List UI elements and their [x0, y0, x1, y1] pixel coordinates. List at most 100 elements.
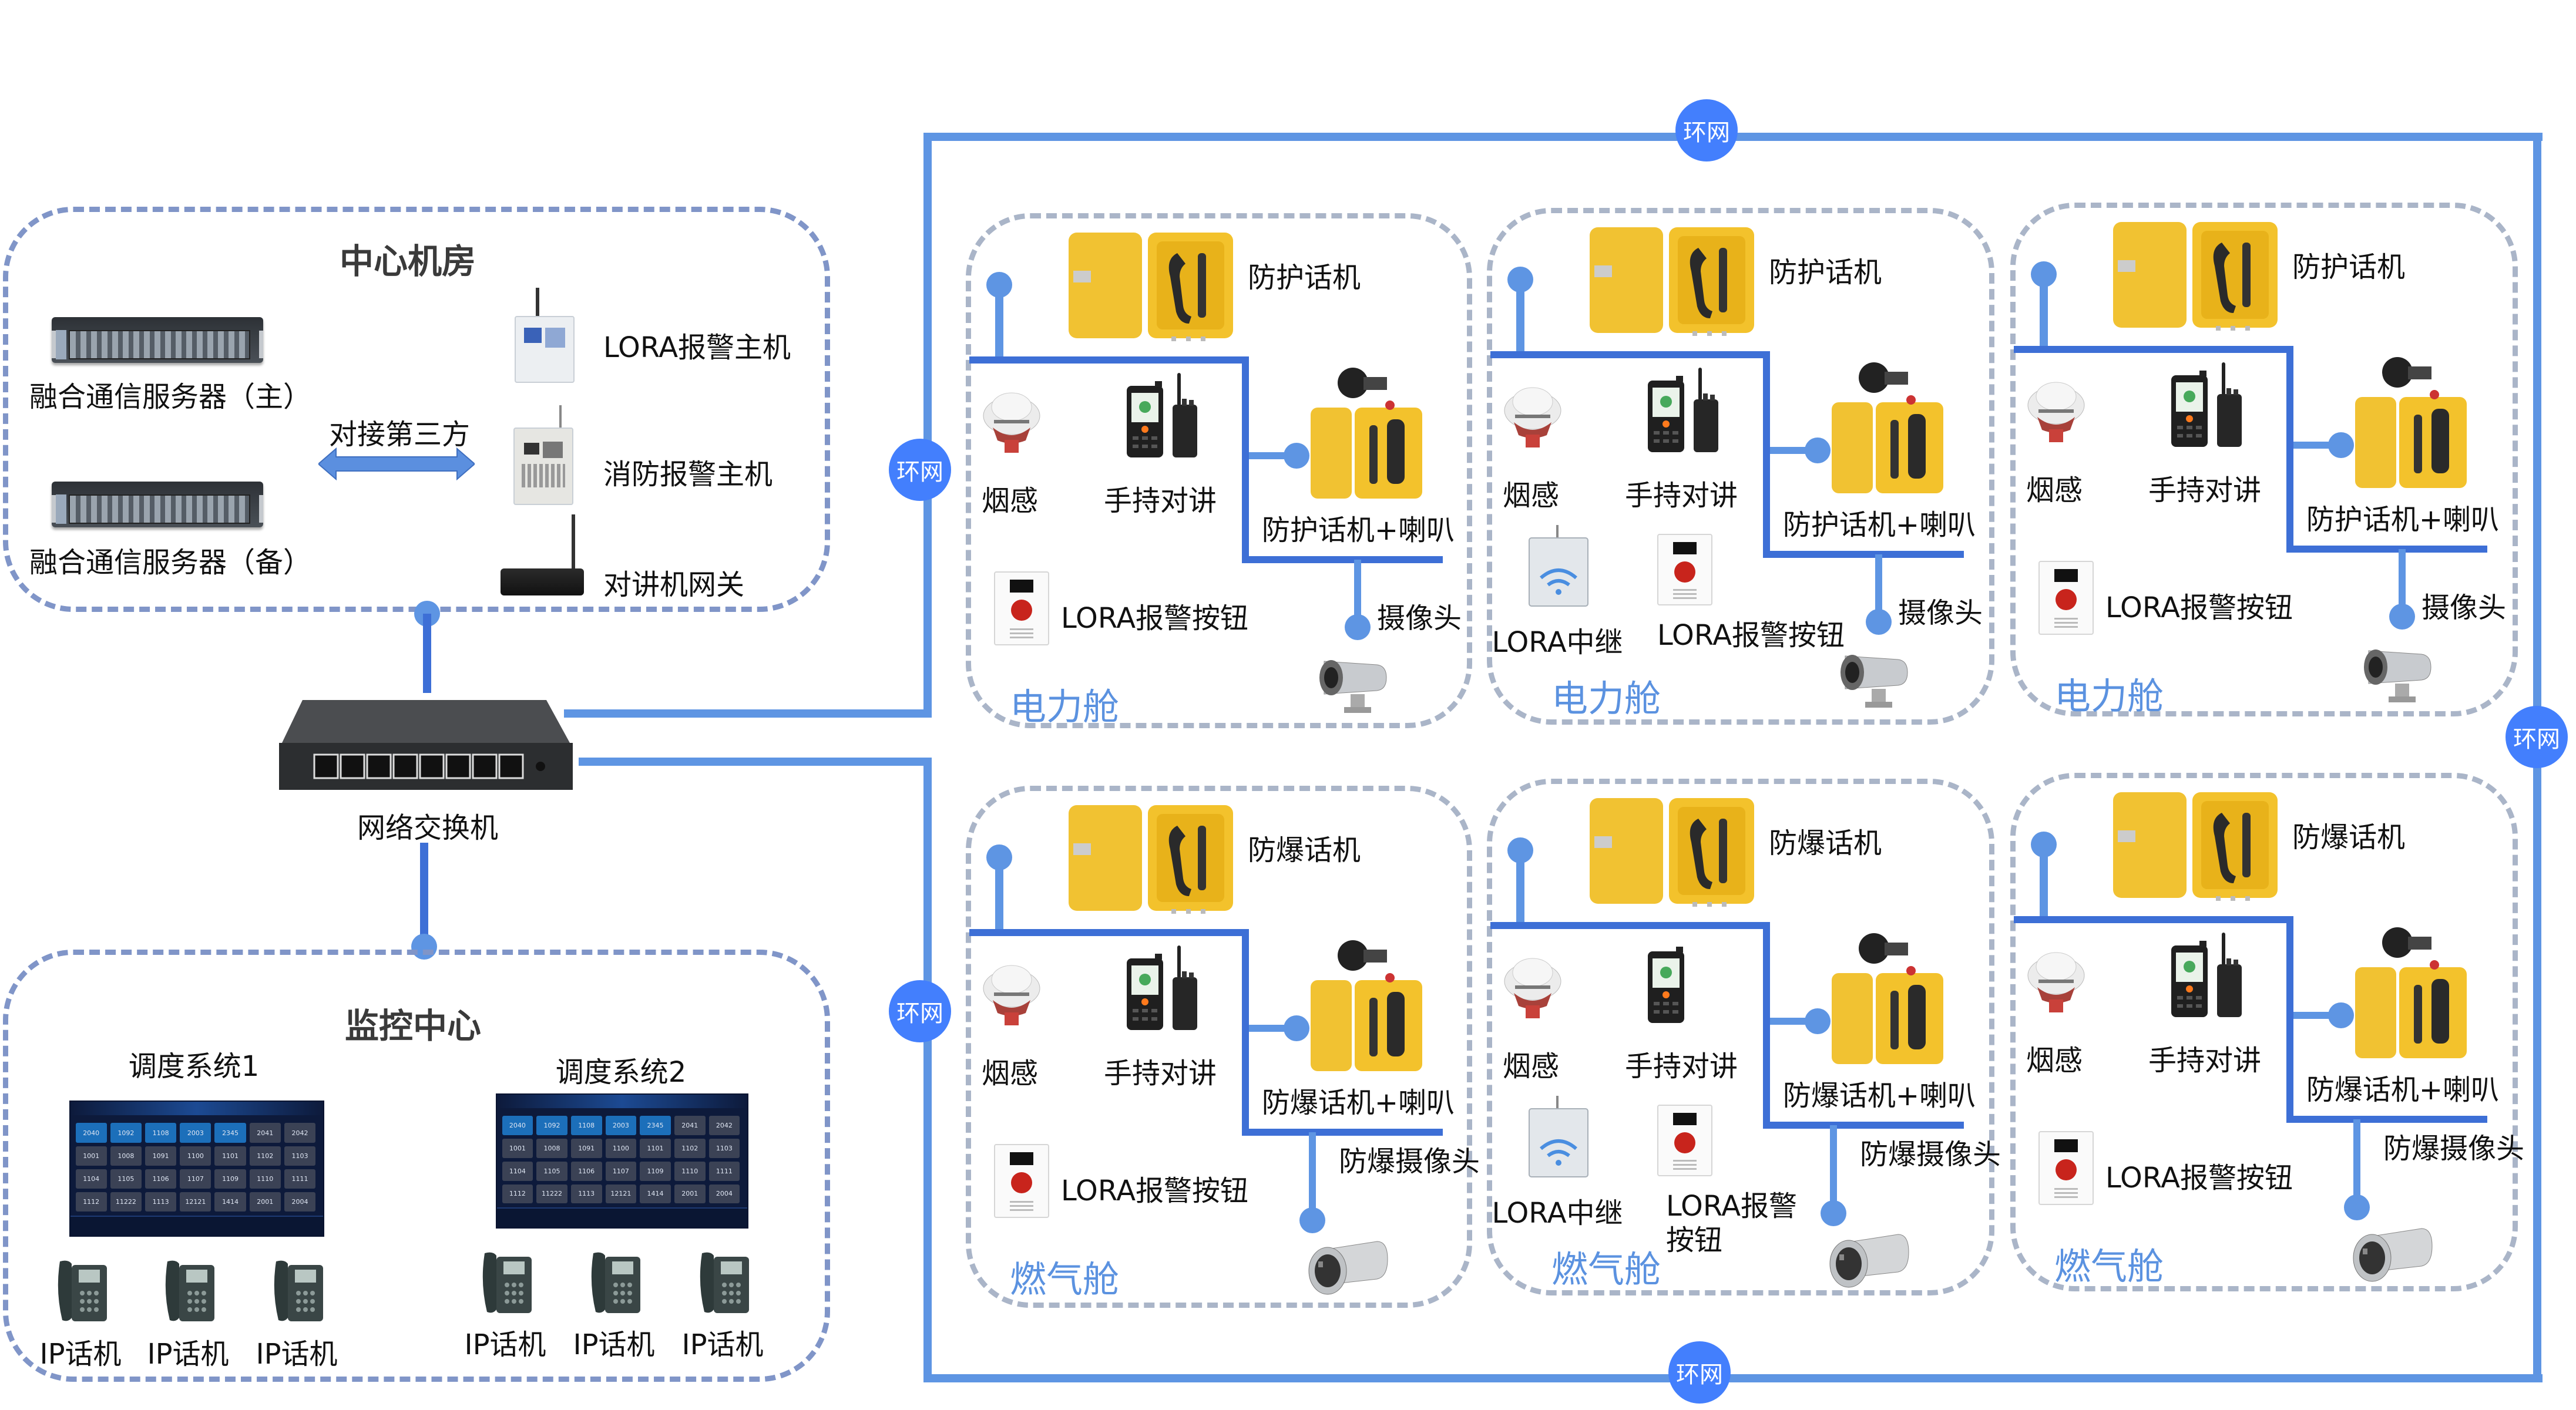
dispatch-tile: 2003	[605, 1116, 637, 1135]
phone-horn-label: 防护话机+喇叭	[1782, 509, 1976, 541]
camera-branch	[1354, 560, 1361, 627]
lora-button-image	[994, 1144, 1049, 1218]
dispatch-tile: 11222	[110, 1192, 142, 1212]
bus-vertical	[1763, 351, 1770, 558]
bus-stem	[2040, 274, 2048, 349]
dispatch-tile: 1112	[502, 1184, 533, 1204]
camera-branch	[1830, 1125, 1837, 1213]
lora-relay-image	[1528, 1096, 1589, 1183]
camera-image	[1318, 655, 1390, 719]
camera-dot	[1345, 614, 1371, 640]
dispatch-tile: 1109	[214, 1169, 246, 1189]
dispatch-tile: 1092	[536, 1116, 567, 1135]
camera-image	[2363, 645, 2434, 708]
camera-label: 摄像头	[1898, 597, 1983, 630]
cabin-5	[1487, 779, 1994, 1295]
walkie-talkie-image	[2170, 933, 2243, 1021]
bidirectional-arrow-icon	[318, 447, 475, 480]
dispatch-tile: 1105	[110, 1169, 142, 1189]
dispatch-tile: 1110	[674, 1161, 706, 1181]
smoke-sensor-label: 烟感	[1502, 479, 1560, 512]
phone-horn-image	[1311, 939, 1422, 1076]
smoke-sensor-image	[1503, 949, 1562, 1022]
camera-dot	[1821, 1200, 1846, 1226]
dispatch-tile: 1104	[502, 1161, 533, 1181]
dispatch-tile: 2003	[180, 1123, 211, 1143]
dispatch-tile: 2040	[502, 1116, 533, 1135]
horn-dot	[1805, 438, 1831, 463]
camera-image	[1839, 650, 1911, 714]
ring-left-upper-line	[923, 133, 932, 718]
camera-branch	[1875, 554, 1882, 622]
switch-uplink-lower	[579, 758, 931, 766]
dispatch-tile: 1105	[536, 1161, 567, 1181]
cabin-name-label: 电力舱	[1551, 677, 1661, 720]
cabin-name-label: 燃气舱	[1551, 1248, 1661, 1291]
dispatch-tile: 1106	[145, 1169, 177, 1189]
smoke-sensor-label: 烟感	[2026, 474, 2083, 507]
dispatch-system-1-label: 调度系统1	[128, 1050, 260, 1083]
dispatch-tile: 2041	[249, 1123, 281, 1143]
dispatch-tile: 1091	[145, 1146, 177, 1166]
walkie-talkie-image	[1647, 368, 1720, 456]
horn-dot	[2328, 432, 2354, 458]
horn-dot	[1805, 1008, 1831, 1034]
dispatch-tile: 1414	[640, 1184, 671, 1204]
ring-badge-top: 环网	[1675, 99, 1738, 161]
phone-horn-image	[1832, 361, 1943, 499]
bus-bottom	[2286, 1116, 2487, 1123]
monitor-center-connector-dot	[411, 934, 437, 960]
smoke-sensor-label: 烟感	[981, 1057, 1039, 1090]
ip-phone-label: IP话机	[681, 1328, 764, 1361]
dispatch-tile: 2004	[284, 1192, 316, 1212]
ip-phone-label: IP话机	[573, 1328, 655, 1361]
lora-alarm-host-label: LORA报警主机	[603, 331, 791, 364]
walkie-talkie-image	[1126, 373, 1199, 461]
dispatch-tile: 1008	[536, 1138, 567, 1158]
bus-stem	[995, 285, 1003, 360]
dispatch-tile: 1100	[180, 1146, 211, 1166]
switch-to-monitor-line	[420, 843, 428, 947]
phone-image	[1069, 802, 1233, 916]
cabin-4	[966, 786, 1472, 1308]
smoke-sensor-image	[982, 383, 1041, 456]
server-main-image	[52, 317, 263, 363]
camera-branch	[2353, 1119, 2360, 1207]
bus-dot	[2031, 261, 2057, 287]
dispatch-tile: 2004	[708, 1184, 740, 1204]
bus-dot	[1507, 267, 1533, 292]
lora-relay-label: LORA中继	[1492, 626, 1623, 659]
ip-phone-label: IP话机	[464, 1328, 546, 1361]
phone-label: 防护话机	[1248, 261, 1361, 294]
ip-phone-image	[162, 1256, 220, 1327]
camera-label: 防爆摄像头	[1860, 1138, 2001, 1171]
cabin-1	[966, 213, 1472, 728]
dispatch-tile: 12121	[180, 1192, 211, 1212]
dispatch-tile: 1108	[145, 1123, 177, 1143]
lora-button-image	[2038, 1131, 2094, 1205]
smoke-sensor-image	[2027, 943, 2085, 1016]
bus-top	[969, 356, 1249, 364]
phone-label: 防爆话机	[1769, 827, 1882, 860]
dispatch-tile: 2041	[674, 1116, 706, 1135]
phone-image	[1069, 230, 1233, 344]
intercom-gateway-image	[501, 568, 584, 595]
server-backup-label: 融合通信服务器（备）	[29, 546, 312, 579]
walkie-talkie-label: 手持对讲	[2148, 1044, 2262, 1077]
dispatch-tile: 2345	[640, 1116, 671, 1135]
lora-button-label: LORA报警 按钮	[1666, 1190, 1798, 1257]
lora-button-image	[1657, 1105, 1712, 1176]
third-party-label: 对接第三方	[328, 418, 471, 451]
bus-bottom	[1763, 551, 1964, 558]
cabin-6	[2010, 773, 2518, 1291]
dispatch-tile: 1113	[570, 1184, 602, 1204]
phone-horn-label: 防爆话机+喇叭	[1782, 1079, 1976, 1112]
lora-relay-image	[1528, 525, 1589, 613]
horn-dot	[1284, 443, 1309, 469]
dispatch-tile: 1100	[605, 1138, 637, 1158]
network-switch-image	[279, 700, 573, 790]
dispatch-tile: 1109	[640, 1161, 671, 1181]
server-backup-image	[52, 482, 263, 527]
